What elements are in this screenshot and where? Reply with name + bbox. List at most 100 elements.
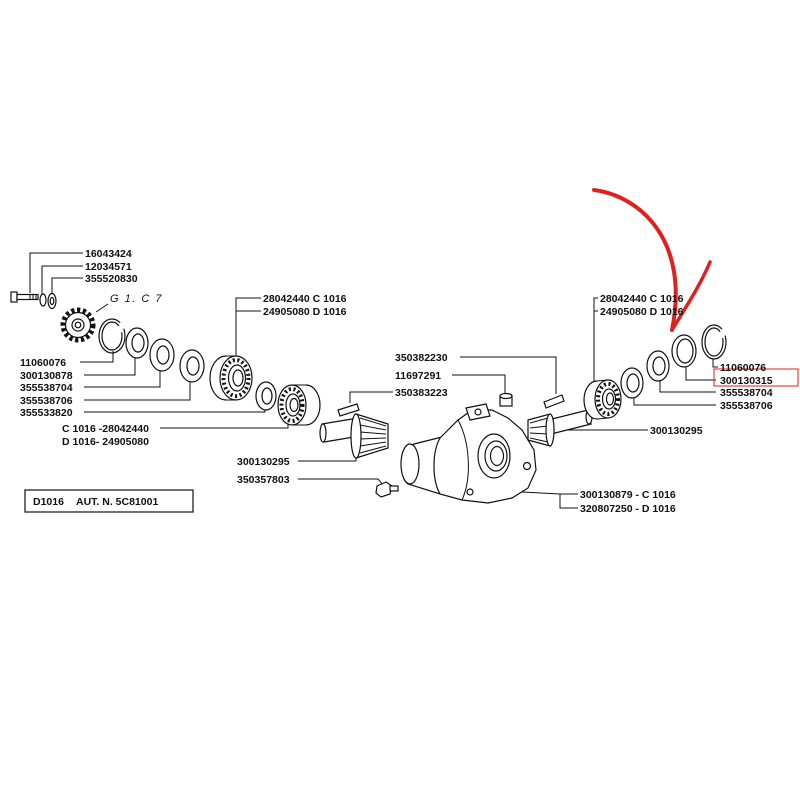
left-washer-4-inner: [261, 387, 273, 405]
leader-left-washer-1: [84, 358, 136, 376]
leader-left-key: [349, 391, 393, 403]
right-pinion-tooth-4: [529, 437, 549, 443]
leader-left-washer-4: [84, 410, 266, 413]
label-left-pinion: 300130295: [237, 456, 290, 468]
leader-washer-small: [41, 265, 83, 295]
left-washer-1: [125, 327, 149, 359]
right-snap-ring: [701, 324, 727, 360]
label-right-top-bearing-d: 24905080 D 1016: [600, 306, 684, 318]
sprocket-gear: [60, 307, 96, 343]
left-washer-3: [179, 349, 205, 383]
label-left-washer-2: 355538704: [20, 382, 73, 394]
right-washer-3: [620, 367, 644, 399]
right-pinion-tooth-1: [529, 417, 549, 424]
right-pinion-gear-face: [545, 413, 555, 447]
right-pinion: [527, 409, 593, 447]
left-pinion-tooth-4: [359, 437, 387, 440]
housing-bore-inner: [489, 445, 505, 467]
right-washer-1: [671, 334, 697, 368]
leader-right-washer-1: [685, 367, 716, 381]
leader-lines: [29, 252, 718, 509]
fitting: [375, 481, 399, 498]
highlight-label-box: [713, 368, 799, 387]
label-gear-code: G 1. C 7: [110, 293, 163, 305]
leader-bolt: [29, 252, 83, 293]
leader-housing-tick: [559, 494, 578, 509]
left-snap-ring-outer: [98, 318, 126, 354]
bolt-shank: [16, 293, 39, 301]
left-pinion-shaft-end: [319, 423, 327, 443]
model-box: D1016 AUT. N. 5C81001: [24, 489, 194, 513]
label-left-bearing-d: D 1016- 24905080: [62, 436, 149, 448]
small-washer: [39, 293, 47, 307]
label-right-washer-2: 355538704: [720, 387, 773, 399]
label-left-snap-ring: 11060076: [20, 357, 66, 369]
right-snap-ring-outer: [701, 324, 727, 360]
left-bearing-bore: [289, 397, 299, 413]
fitting-thread: [389, 485, 399, 492]
label-left-washer-1: 300130878: [20, 370, 73, 382]
label-small-washer: 12034571: [85, 261, 132, 273]
leader-right-washer-2: [659, 381, 716, 393]
lock-ring-inner: [49, 296, 55, 306]
model-serial: AUT. N. 5C81001: [76, 496, 158, 508]
housing-flange-hole-right: [522, 461, 532, 471]
right-washer-2-inner: [652, 356, 666, 376]
left-pinion-gear-face: [350, 413, 362, 459]
highlight-annotation: [592, 188, 799, 387]
housing-flange-hole-bottom: [466, 488, 474, 496]
left-bearing-rollers: [279, 387, 305, 423]
left-pinion-tooth-5: [359, 441, 387, 447]
leader-left-snap-ring: [80, 351, 114, 363]
model-box-frame: [24, 489, 194, 513]
part-labels: 16043424 12034571 355520830 G 1. C 7 280…: [20, 248, 773, 515]
housing: [400, 403, 537, 504]
leader-left-washer-3: [84, 382, 191, 401]
label-small-fitting: 11697291: [395, 370, 441, 382]
label-housing-c: 300130879 - C 1016: [580, 489, 676, 501]
label-left-washer-4: 355533820: [20, 407, 73, 419]
right-key: [543, 394, 565, 409]
left-pinion-tooth-2: [359, 424, 387, 431]
left-washer-3-inner: [186, 356, 200, 376]
leader-right-key: [460, 356, 557, 394]
sprocket-teeth: [60, 307, 96, 343]
left-snap-ring: [98, 318, 126, 354]
left-washer-2-inner: [156, 345, 170, 365]
right-pinion-tooth-2: [529, 425, 549, 429]
housing-nose-end: [400, 443, 420, 485]
leader-fitting: [298, 478, 385, 487]
lock-ring: [47, 292, 57, 310]
right-washer-2: [646, 350, 670, 382]
label-left-bearing-c: C 1016 -28042440: [62, 423, 149, 435]
label-lock-ring: 355520830: [85, 273, 138, 285]
leader-left-pinion: [298, 452, 357, 462]
sprocket-bore: [74, 321, 82, 329]
leader-left-top-bearing: [235, 297, 261, 356]
left-top-bearing-rollers: [221, 358, 251, 398]
leader-housing: [521, 491, 578, 495]
label-right-washer-1: 300130315: [720, 375, 773, 387]
label-left-washer-3: 355538706: [20, 395, 73, 407]
housing-flange-hole-top: [474, 408, 482, 416]
housing-flange-edge: [457, 419, 469, 501]
label-left-key: 350383223: [395, 387, 448, 399]
label-bolt: 16043424: [85, 248, 132, 260]
bolt: [10, 291, 39, 303]
label-right-washer-3: 355538706: [720, 400, 773, 412]
left-key: [337, 403, 360, 417]
right-bearing-rollers: [596, 382, 620, 416]
left-top-bearing: [209, 355, 253, 401]
small-fitting: [499, 392, 513, 407]
label-left-top-bearing-c: 28042440 C 1016: [263, 293, 347, 305]
label-right-pinion: 300130295: [650, 425, 703, 437]
label-right-key: 350382230: [395, 352, 448, 364]
right-washer-3-inner: [626, 373, 640, 393]
highlight-arrow-head: [670, 260, 712, 332]
leader-left-bearing: [160, 424, 289, 429]
left-washer-2: [149, 338, 175, 372]
leader-right-washer-3: [633, 398, 716, 406]
bolt-head: [10, 291, 18, 303]
